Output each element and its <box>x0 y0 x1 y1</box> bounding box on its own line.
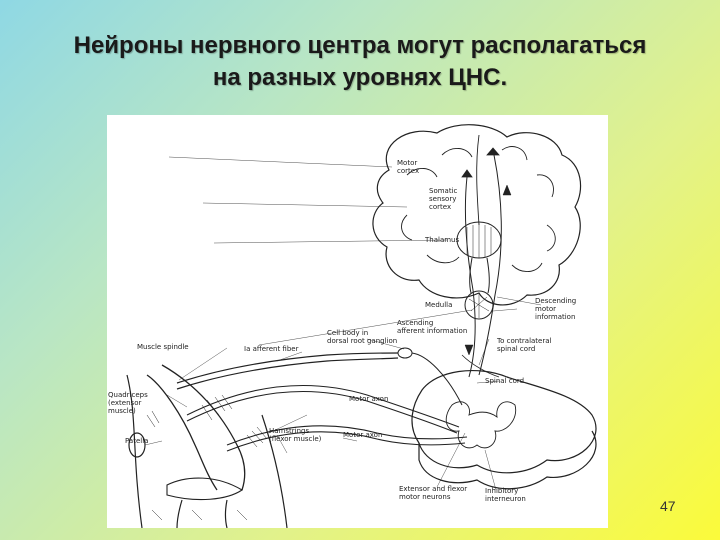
label-ia-afferent-fiber: Ia afferent fiber <box>244 345 299 353</box>
label-spinal-cord: Spinal cord <box>485 377 525 385</box>
title-line-2: на разных уровнях ЦНС. <box>212 64 508 91</box>
leg-outline <box>126 374 288 528</box>
dorsal-root-ganglion <box>397 347 413 359</box>
label-somatic-sensory-cortex: Somatic sensory cortex <box>429 187 458 211</box>
slide-title: Нейроны нервного центра могут располагат… <box>0 30 720 94</box>
tibia <box>176 499 228 528</box>
neural-pathway-drawing <box>126 124 597 528</box>
ascending-tract <box>464 176 476 378</box>
label-patella: Patella <box>125 437 149 445</box>
label-extensor-flexor-motor-neurons: Extensor and flexor motor neurons <box>399 485 468 501</box>
spinal-cord-section <box>411 370 597 474</box>
label-medulla: Medulla <box>425 301 453 309</box>
descending-tract <box>478 154 502 376</box>
label-inhibitory-interneuron: Inhibitory interneuron <box>485 487 526 503</box>
label-to-contralateral-spinal-cord: To contralateral spinal cord <box>497 337 552 353</box>
label-motor-cortex: Motor cortex <box>397 159 420 175</box>
label-muscle-spindle: Muscle spindle <box>137 343 189 351</box>
label-motor-axon-lower: Motor axon <box>343 431 383 439</box>
motor-axon-upper <box>186 384 460 428</box>
brain-outline <box>372 124 582 306</box>
label-hamstrings: Hamstrings (flexor muscle) <box>269 427 322 443</box>
ia-afferent-fiber <box>176 352 399 384</box>
reflex-pathway-figure: Motor cortex Somatic sensory cortex Thal… <box>107 115 608 528</box>
label-ascending-afferent-information: Ascending afferent information <box>397 319 468 335</box>
grey-matter <box>445 401 517 449</box>
label-cell-body-dorsal-root-ganglion: Cell body in dorsal root ganglion <box>327 329 398 345</box>
label-motor-axon-upper: Motor axon <box>349 395 389 403</box>
title-line-1: Нейроны нервного центра могут располагат… <box>73 32 647 59</box>
brainstem <box>469 257 490 294</box>
leg-femur <box>146 374 218 491</box>
label-descending-motor-information: Descending motor information <box>535 297 577 321</box>
label-quadriceps: Quadriceps (extensor muscle) <box>108 391 148 415</box>
label-thalamus: Thalamus <box>425 236 460 244</box>
page-number: 47 <box>660 498 676 514</box>
